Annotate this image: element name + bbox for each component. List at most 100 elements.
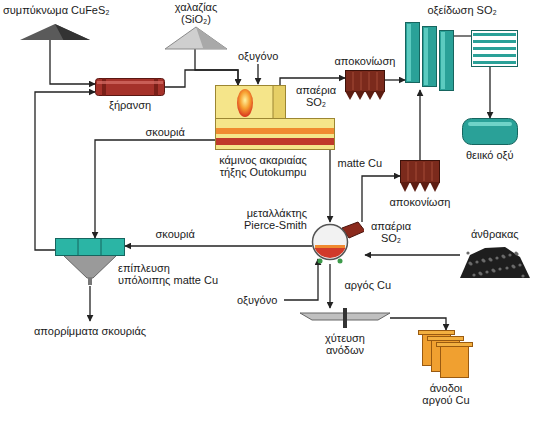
icon-shape [430,182,440,192]
coal-pile: άνθρακας [460,245,530,278]
icon-shape [489,66,490,90]
icon-shape [315,245,345,248]
stream-label: σκουριά [154,228,197,240]
icon-shape [216,138,334,145]
icon-shape [361,72,362,90]
icon-shape [495,256,498,259]
icon-shape [491,268,494,271]
casting-wheel-icon [300,308,390,328]
icon-shape [346,71,385,92]
icon-shape [468,122,512,126]
oxygen-feed-line [257,64,258,84]
acid-plant-icon [405,22,520,90]
icon-shape [463,119,518,145]
icon-shape [353,72,354,90]
icon-shape [475,260,478,263]
icon-shape [428,337,464,341]
equipment-label: οξείδωση SO₂ [428,4,497,16]
acid-tank-icon [462,118,518,145]
stream-label: απορρίμματα σκουριάς [34,325,146,337]
icon-shape [56,239,125,256]
stream-label: matte Cu [336,157,385,169]
stream-label: αργός Cu [343,279,394,291]
icon-shape [521,274,524,277]
icon-shape [88,278,92,285]
flow-connector [125,245,312,246]
flow-connector [390,318,446,330]
equipment-label: κάμινος ακαριαίας τήξης Outokumpu [211,154,315,178]
rotary-dryer: ξήρανση [95,78,165,96]
icon-shape [437,343,473,347]
flow-connector [329,150,330,222]
icon-shape [343,308,347,328]
icon-shape [472,31,518,67]
icon-shape [481,258,484,261]
icon-shape [420,182,430,192]
rotary-dryer-icon [95,78,165,96]
icon-shape [441,347,469,378]
icon-shape [424,162,425,181]
dust-collector-icon [400,160,440,192]
icon-shape [401,161,440,183]
acid-tank: θειικό οξύ [462,118,518,145]
icon-shape [515,252,518,255]
flow-connector [365,254,460,255]
icon-shape [469,262,472,265]
icon-shape [407,24,411,81]
equipment-label: αποκονίωση [335,55,396,67]
anode-stack-icon [418,330,475,378]
concentrate-pile: συμπύκνωμα CuFeS₂ [20,24,90,40]
icon-shape [432,162,433,181]
icon-shape [498,267,501,270]
icon-shape [485,270,488,273]
flow-connector [95,140,215,238]
icon-shape [473,47,516,50]
icon-shape [505,266,508,269]
equipment-label: συμπύκνωμα CuFeS₂ [3,4,110,16]
icon-shape [478,271,481,274]
flow-connector [385,79,405,80]
icon-shape [273,86,286,119]
equipment-label: άνθρακας [471,228,519,240]
icon-shape [63,255,117,278]
icon-shape [318,259,323,264]
converter: μεταλλάκτης Pierce-Smith [312,222,365,264]
icon-shape [488,257,491,260]
equipment-label: χύτευση ανόδων [315,332,375,356]
equipment-label: αποκονίωση [390,196,451,208]
icon-shape [472,273,475,276]
flow-connector [50,40,95,84]
icon-shape [315,248,346,258]
equipment-label: άνοδοι αργού Cu [416,382,476,406]
stream-label: απαέρια SO₂ [364,220,418,244]
icon-shape [237,89,253,117]
icon-shape [492,269,495,272]
icon-shape [511,264,514,267]
icon-shape [369,72,370,90]
equipment-label: επίπλευση υπόλοιπης matte Cu [118,262,222,286]
icon-shape [313,225,348,260]
icon-shape [473,54,516,57]
icon-shape [20,24,90,40]
dust-collector: αποκονίωση [400,160,440,192]
flow-connector [35,92,95,250]
dust-collector: αποκονίωση [345,70,385,100]
anode-stack: άνοδοι αργού Cu [418,330,475,378]
icon-shape [423,27,437,87]
equipment-label: χαλαζίας (SiO₂) [167,1,225,25]
icon-shape [473,40,516,43]
flow-connector [489,90,490,118]
flotation-cell: επίπλευση υπόλοιπης matte Cu [55,238,125,285]
dust-collector-icon [345,70,385,100]
stream-label: απαέρια SO₂ [289,84,343,108]
stream-label: οξυγόνο [237,294,277,306]
icon-shape [460,247,530,278]
icon-shape [514,251,517,254]
concentrate-pile-icon [20,24,90,40]
icon-shape [482,259,485,262]
icon-shape [196,27,227,49]
casting-wheel: χύτευση ανόδων [300,308,390,328]
icon-shape [78,239,79,255]
flow-connector [195,49,238,85]
icon-shape [441,32,445,89]
